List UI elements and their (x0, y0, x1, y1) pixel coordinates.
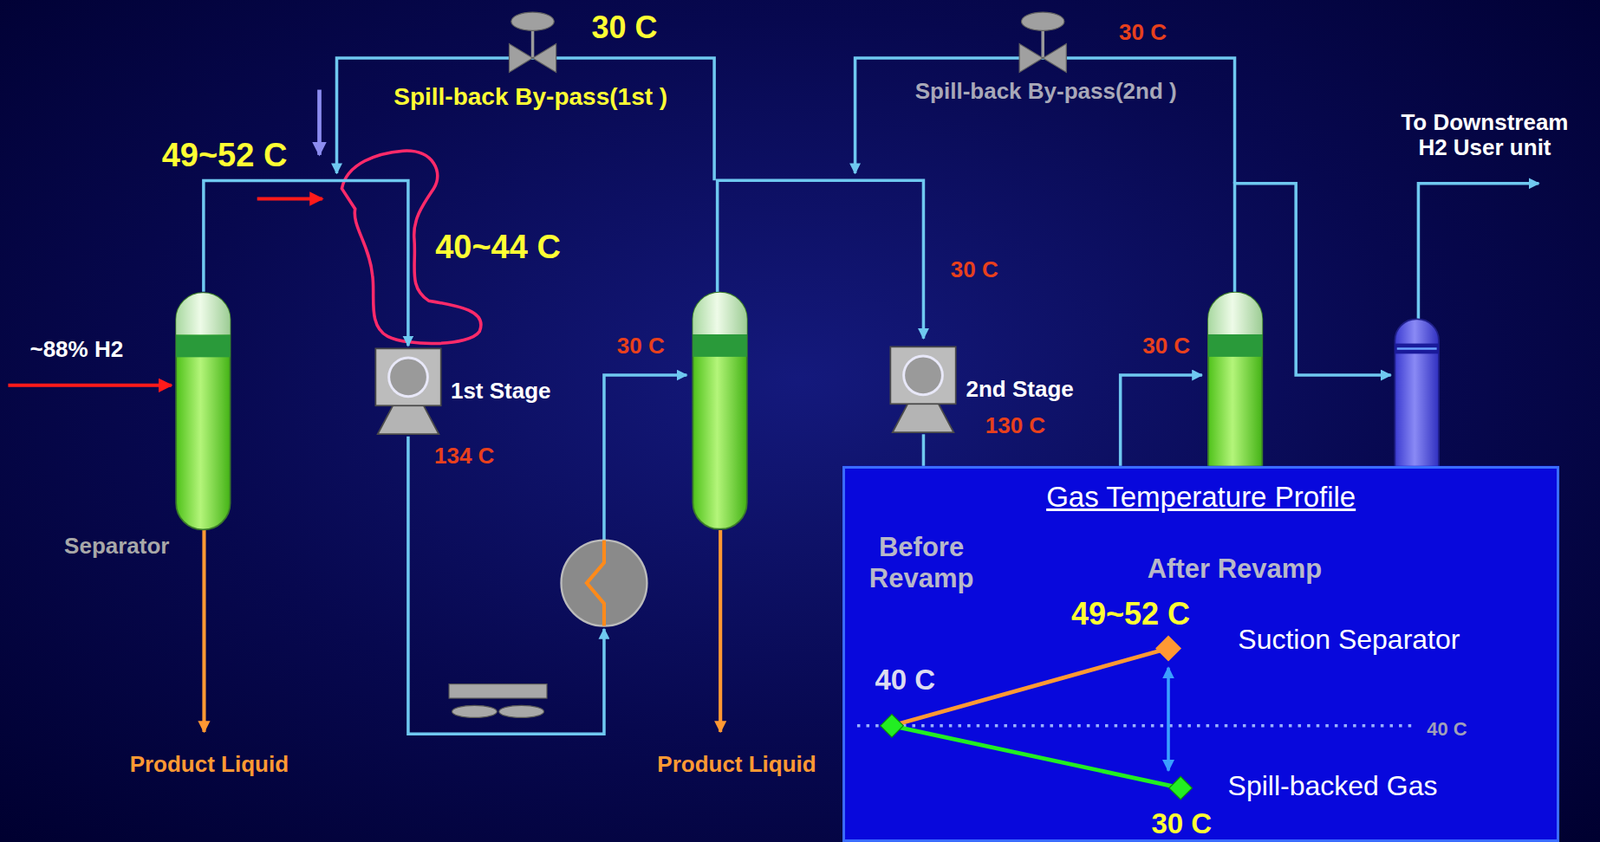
annotation-label: 30 C (1142, 333, 1191, 360)
annotation-label: Spill-backed Gas (1228, 769, 1438, 802)
annotation-label: 134 C (434, 443, 495, 470)
temperature-chart (857, 635, 1414, 800)
annotation-label: Spill-back By-pass(1st ) (393, 83, 668, 111)
inset-panel-fill (842, 466, 1559, 842)
separator-vessel: Separator (175, 292, 232, 531)
inset-panel: Gas Temperature Profile (842, 466, 1559, 842)
annotation-label: 40 C (874, 663, 936, 697)
annotation-label: 130 C (985, 413, 1046, 440)
annotation-label: Before Revamp (852, 532, 991, 594)
annotation-label: To Downstream H2 User unit (1385, 110, 1585, 163)
liquid-line (203, 530, 721, 733)
annotation-label: 49~52 C (1071, 596, 1191, 632)
compressor-symbol-outline (888, 344, 958, 436)
annotation-label: ~88% H2 (29, 337, 124, 364)
annotation-label: 30 C (591, 9, 657, 46)
annotation-label: 40 C (1426, 718, 1467, 741)
air-cooler (448, 684, 547, 719)
compressor-symbol: 2nd Stage (888, 344, 958, 436)
feed-arrow (7, 198, 323, 385)
compressor-symbol-outline (373, 346, 443, 437)
annotation-label: Suction Separator (1237, 624, 1460, 657)
annotation-label: 30 C (1118, 19, 1167, 46)
inset-panel-label: Gas Temperature Profile (845, 468, 1556, 514)
compressor-symbol-label: 2nd Stage (965, 377, 1074, 404)
control-valve (508, 12, 556, 72)
annotation-label: Product Liquid (656, 752, 816, 779)
annotation-label: 30 C (1151, 807, 1212, 841)
separator-vessel (692, 292, 747, 530)
heat-exchanger (561, 540, 648, 627)
compressor-symbol-label: 1st Stage (450, 378, 552, 405)
annotation-label: 30 C (950, 257, 999, 284)
annotation-label: After Revamp (1147, 553, 1323, 586)
compressor-symbol: 1st Stage (373, 346, 443, 437)
separator-vessel-outline (175, 292, 232, 531)
annotation-label: 40~44 C (435, 228, 561, 267)
control-valve (1019, 12, 1067, 72)
annotation-label: 49~52 C (162, 136, 288, 176)
separator-vessel-label: Separator (64, 533, 170, 560)
pointer-arrow (317, 90, 322, 156)
annotation-label: Spill-back By-pass(2nd ) (915, 78, 1178, 105)
pipe-connector (203, 180, 409, 346)
annotation-label: Product Liquid (130, 752, 289, 779)
annotation-label: 30 C (617, 333, 665, 360)
